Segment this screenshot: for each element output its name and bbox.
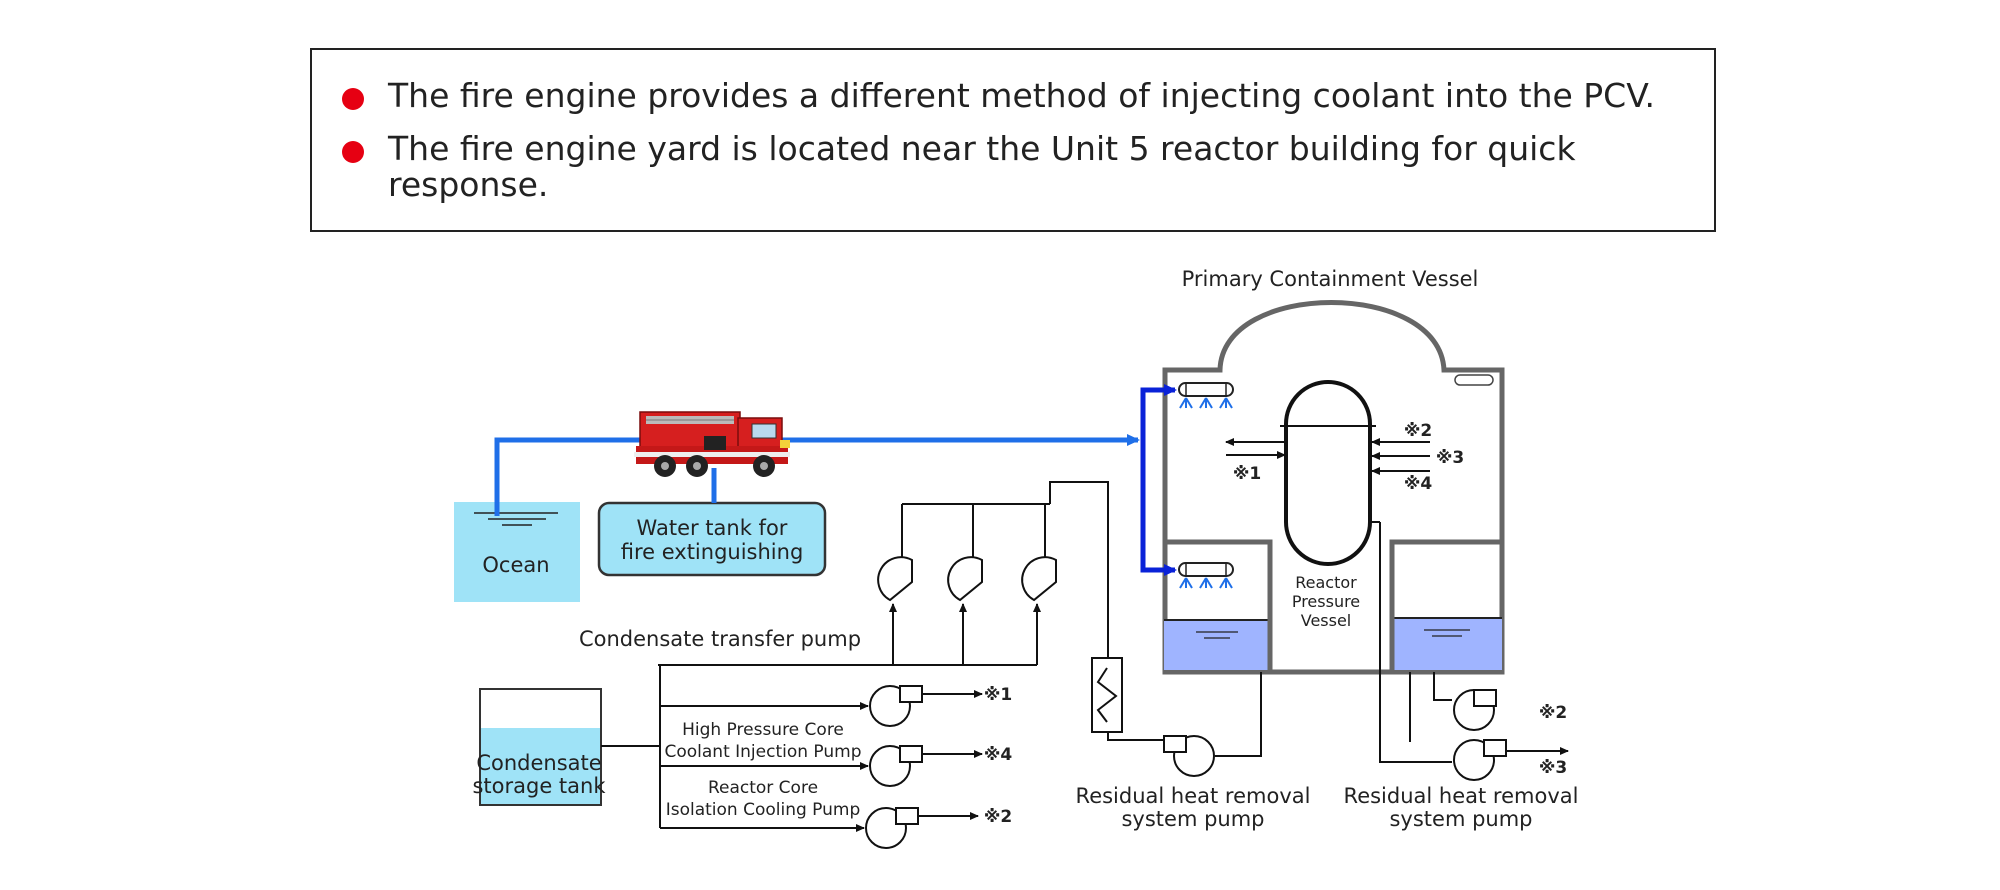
red-bullet-icon	[342, 88, 364, 110]
primary-containment-vessel: Primary Containment Vessel	[1162, 267, 1505, 675]
condensate-transfer-pump	[877, 556, 1057, 602]
spray-header-lower	[1178, 562, 1234, 589]
ref-mark-2-pump: ※2	[984, 807, 1012, 827]
rhr-right-pump-lower	[1453, 739, 1507, 781]
bullet-text-2: The fire engine yard is located near the…	[388, 129, 1576, 204]
rhr-left-pump	[1163, 735, 1215, 777]
rcic-label-1: Reactor Core	[708, 778, 818, 798]
ocean-tank: Ocean	[454, 502, 580, 602]
fire-engine-icon	[634, 411, 790, 477]
ref-mark-2-rpv: ※2	[1404, 421, 1432, 441]
pcv-label: Primary Containment Vessel	[1182, 267, 1479, 291]
rhr-heat-exchanger	[1091, 657, 1123, 733]
makeup-pump	[869, 685, 923, 727]
hpci-pump	[869, 745, 923, 787]
rhr-left-label-2: system pump	[1121, 807, 1264, 831]
water-tank: Water tank for fire extinguishing	[597, 501, 827, 577]
ref-mark-4-pump: ※4	[984, 745, 1013, 765]
storage-tank-label-2: storage tank	[472, 774, 606, 798]
rhr-left-piping	[1107, 672, 1262, 757]
rpv-connection-arrows	[1225, 438, 1430, 475]
rhr-left-label-1: Residual heat removal	[1076, 784, 1311, 808]
rhr-right-label-1: Residual heat removal	[1344, 784, 1579, 808]
ref-mark-3-rpv: ※3	[1436, 448, 1464, 468]
rhr-right-piping	[1379, 655, 1452, 763]
spray-header-upper	[1178, 382, 1234, 409]
rcic-pump	[865, 807, 919, 849]
suppression-pool-right	[1389, 539, 1502, 672]
rcic-label-2: Isolation Cooling Pump	[666, 800, 861, 820]
ref-mark-1-pump: ※1	[984, 685, 1012, 705]
fire-water-line	[494, 434, 1140, 516]
hpci-label-2: Coolant Injection Pump	[664, 742, 861, 762]
rhr-right-pump-upper	[1453, 689, 1497, 731]
bullet-item-2: The fire engine yard is located near the…	[342, 131, 1690, 203]
storage-tank-label-1: Condensate	[476, 751, 601, 775]
hpci-label-1: High Pressure Core	[682, 720, 844, 740]
summary-box: The fire engine provides a different met…	[310, 48, 1716, 232]
rpv-label-2: Pressure	[1292, 592, 1360, 611]
bullet-text-1: The fire engine provides a different met…	[388, 76, 1656, 115]
red-bullet-icon	[342, 141, 364, 163]
condensate-transfer-pump-label: Condensate transfer pump	[579, 627, 861, 651]
bullet-item-1: The fire engine provides a different met…	[342, 78, 1690, 114]
water-tank-label-1: Water tank for	[637, 516, 788, 540]
pump-discharge-arrows	[918, 690, 983, 820]
pcv-injection-line	[1140, 384, 1177, 576]
ref-mark-3-rhr: ※3	[1539, 758, 1567, 778]
ref-mark-4-rpv: ※4	[1404, 474, 1433, 494]
water-tank-label-2: fire extinguishing	[621, 540, 804, 564]
suppression-pool-left	[1164, 539, 1273, 672]
rhr-right-label-2: system pump	[1389, 807, 1532, 831]
rpv-label-3: Vessel	[1301, 611, 1352, 630]
condensate-storage-tank: Condensate storage tank	[472, 688, 606, 806]
rpv-label-1: Reactor	[1295, 573, 1357, 592]
ref-mark-1-rpv: ※1	[1233, 464, 1261, 484]
ref-mark-2-rhr: ※2	[1539, 703, 1567, 723]
pump-suction-header	[601, 665, 869, 832]
reactor-pressure-vessel: Reactor Pressure Vessel	[1280, 380, 1381, 655]
ocean-label: Ocean	[482, 553, 549, 577]
condensate-transfer-piping	[658, 481, 1109, 740]
